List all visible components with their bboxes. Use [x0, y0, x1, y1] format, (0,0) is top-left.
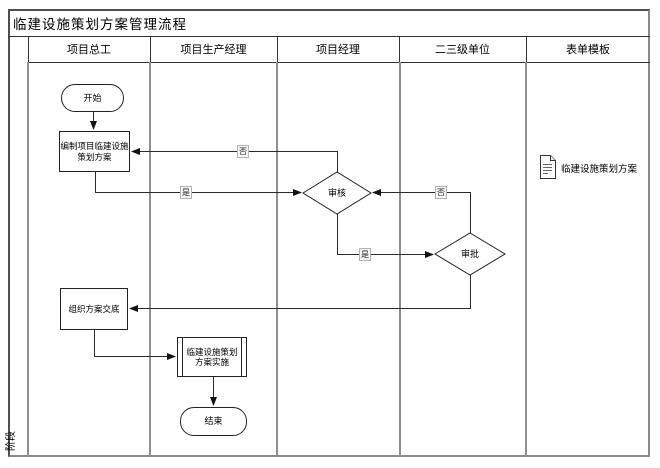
approval-decision-shape: [434, 232, 506, 276]
edge-review-no-to-prepare: [131, 148, 338, 172]
lane-header-project-chief-engineer: 项目总工: [67, 44, 111, 56]
review-yes-label: 是: [359, 248, 371, 261]
template-doc-label: 临建设施策划方案: [561, 165, 638, 175]
prepare-plan-node: 编制项目临建设施 策划方案: [59, 131, 130, 172]
prepare-yes-label: 是: [180, 186, 192, 199]
lane-divider-2: [276, 62, 278, 456]
lane-header-project-manager: 项目经理: [316, 44, 360, 56]
header-vline-5: [526, 36, 527, 62]
edge-approve-to-brief: [129, 275, 471, 312]
document-icon: [540, 155, 556, 179]
lane-divider-phase: [27, 62, 29, 456]
end-node: 结束: [180, 407, 247, 436]
lane-header-subsidiary-units: 二三级单位: [435, 44, 490, 56]
diagram-frame: [8, 9, 650, 457]
lane-header-form-templates: 表单模板: [566, 44, 610, 56]
edge-brief-to-implement: [94, 330, 176, 360]
review-decision-label: 审核: [327, 188, 346, 198]
edge-approve-no-to-review: [372, 189, 471, 233]
header-vline-2: [150, 36, 151, 62]
approval-no-label: 否: [435, 186, 447, 199]
diagram-title: 临建设施策划方案管理流程: [13, 17, 187, 32]
start-node-label: 开始: [83, 92, 102, 103]
lane-divider-4: [525, 62, 527, 456]
edge-prepare-to-review: [95, 172, 302, 196]
lane-header-production-manager: 项目生产经理: [180, 44, 247, 56]
start-node: 开始: [61, 84, 124, 112]
implement-plan-subprocess: 临建设施策划 方案实施: [177, 337, 247, 377]
header-vline-3: [277, 36, 278, 62]
header-vline-4: [399, 36, 400, 62]
edge-review-yes-to-approve: [337, 214, 434, 258]
prepare-plan-label: 编制项目临建设施 策划方案: [60, 141, 129, 162]
end-node-label: 结束: [204, 416, 223, 427]
review-decision-shape: [302, 171, 372, 215]
approval-decision-label: 审批: [460, 249, 479, 259]
title-divider: [8, 36, 650, 37]
lane-divider-1: [149, 62, 151, 456]
implement-plan-label: 临建设施策划 方案实施: [186, 346, 238, 368]
brief-plan-node: 组织方案交底: [60, 288, 128, 330]
review-no-label: 否: [237, 145, 249, 158]
header-vline-1: [28, 36, 29, 62]
lane-divider-3: [399, 62, 401, 456]
header-divider: [28, 62, 650, 63]
brief-plan-label: 组织方案交底: [68, 303, 120, 314]
